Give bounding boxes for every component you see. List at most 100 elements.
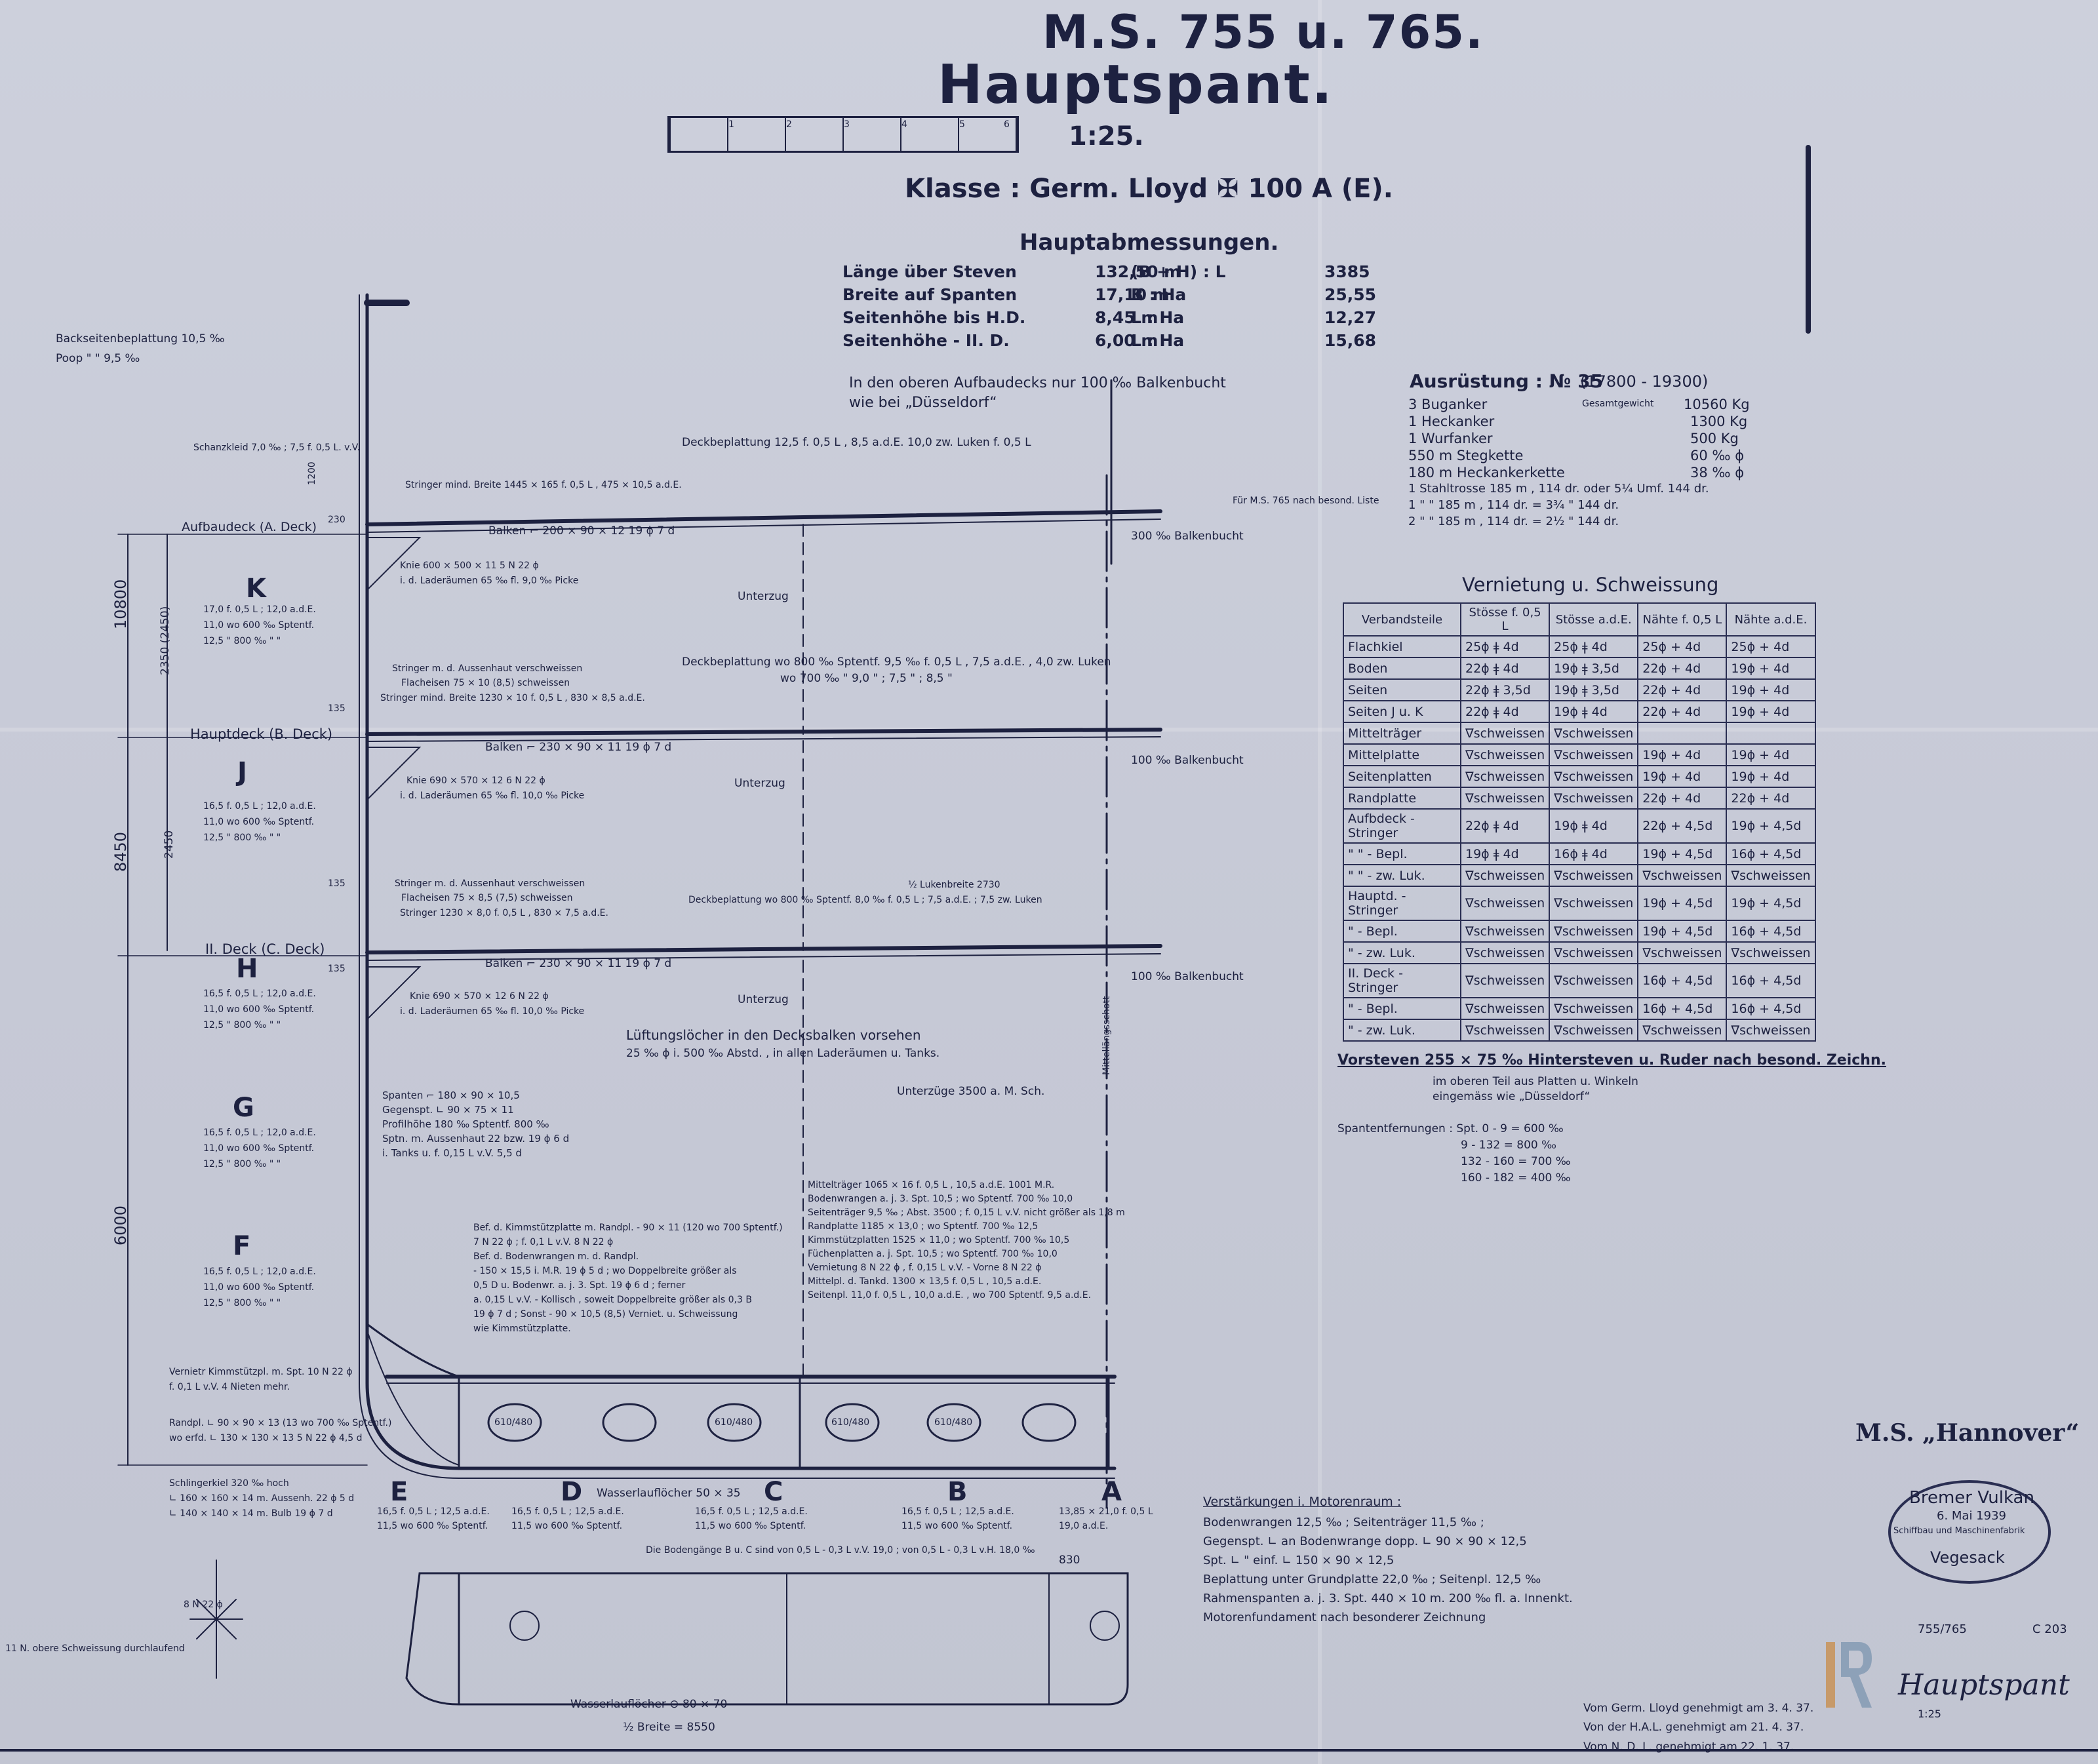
column-header: Stösse f. 0,5 L — [1459, 602, 1551, 637]
equipment-desc: Gesamtgewicht — [1582, 399, 1654, 409]
table-cell: 19ϕ + 4d — [1726, 678, 1816, 701]
equipment-name: 3 Buganker — [1408, 397, 1488, 412]
bottom-plating-E: 11,5 wo 600 ‰ Sptentf. — [377, 1521, 488, 1531]
table-cell: 22ϕ + 4d — [1637, 657, 1728, 680]
row-label-cell: Flachkiel — [1343, 635, 1461, 658]
bottom-plating-D: 16,5 f. 0,5 L ; 12,5 a.d.E. — [511, 1506, 624, 1517]
lightening-hole — [825, 1403, 880, 1442]
equipment-range: (17800 - 19300) — [1580, 372, 1709, 391]
annotation: Vernietr Kimmstützpl. m. Spt. 10 N 22 ϕ — [169, 1367, 353, 1377]
table-cell: 22ϕ ǂ 4d — [1459, 808, 1551, 844]
table-cell: ∇schweissen — [1459, 864, 1551, 887]
annotation: i. d. Laderäumen 65 ‰ fl. 10,0 ‰ Picke — [400, 1006, 585, 1017]
annotation: Unterzug — [738, 993, 789, 1006]
column-header: Nähte f. 0,5 L — [1637, 602, 1728, 637]
strake-text: 17,0 f. 0,5 L ; 12,0 a.d.E. — [203, 604, 316, 615]
table-cell: 22ϕ + 4d — [1637, 787, 1728, 810]
bottom-plating-A: 13,85 × 21,0 f. 0,5 L — [1059, 1506, 1153, 1517]
strake-text: 16,5 f. 0,5 L ; 12,0 a.d.E. — [203, 1127, 316, 1138]
table-cell: 19ϕ + 4,5d — [1637, 842, 1728, 865]
bottom-plating-B: 16,5 f. 0,5 L ; 12,5 a.d.E. — [901, 1506, 1014, 1517]
rope-text: 1 Stahltrosse 185 m , 114 dr. oder 5¼ Um… — [1408, 482, 1709, 496]
table-cell: 19ϕ ǂ 4d — [1549, 700, 1639, 723]
table-header-row: Verbandsteile Stösse f. 0,5 L Stösse a.d… — [1343, 602, 1816, 637]
lightening-hole — [926, 1403, 981, 1442]
scale-tick: 4 — [901, 119, 907, 130]
table-cell: 19ϕ + 4d — [1637, 765, 1728, 788]
table-cell: 22ϕ ǂ 3,5d — [1459, 678, 1551, 701]
equipment-heading: Ausrüstung : № 35 — [1410, 370, 1604, 392]
dim-ratio: B : Ha — [1131, 285, 1187, 304]
table-cell: ∇schweissen — [1726, 1019, 1816, 1042]
annotation: Die Bodengänge B u. C sind von 0,5 L - 0… — [646, 1545, 1035, 1556]
table-cell: 16ϕ + 4,5d — [1726, 997, 1816, 1020]
shell-outline — [365, 293, 1117, 1470]
dimensions-note: wie bei „Düsseldorf“ — [849, 395, 997, 411]
dim-value: 17,10 m — [1095, 285, 1170, 304]
strake-text: 11,0 wo 600 ‰ Sptentf. — [203, 817, 315, 827]
mitteltraeger-line: Füchenplatten a. j. Spt. 10,5 ; wo Spten… — [808, 1249, 1058, 1259]
column-header: Stösse a.d.E. — [1549, 602, 1639, 637]
table-cell: 25ϕ ǂ 4d — [1459, 635, 1551, 658]
table-cell: 25ϕ + 4d — [1637, 635, 1728, 658]
table-cell: 19ϕ + 4d — [1726, 700, 1816, 723]
spanten-line: Sptn. m. Aussenhaut 22 bzw. 19 ϕ 6 d — [382, 1133, 570, 1145]
equipment-name: 180 m Heckankerkette — [1408, 465, 1565, 480]
deck2-beam-lower — [366, 953, 1161, 961]
scale-tick: 2 — [786, 119, 792, 130]
table-cell: ∇schweissen — [1549, 722, 1639, 745]
strake-E: E — [390, 1477, 408, 1507]
table-cell: ∇schweissen — [1459, 743, 1551, 766]
dim-label: Seitenhöhe bis H.D. — [842, 308, 1026, 327]
table-cell: 22ϕ + 4d — [1637, 678, 1728, 701]
row-label-cell: Seiten J u. K — [1343, 700, 1461, 723]
strake-text: 11,0 wo 600 ‰ Sptentf. — [203, 1143, 315, 1154]
table-cell: ∇schweissen — [1459, 765, 1551, 788]
table-cell: 22ϕ + 4d — [1637, 700, 1728, 723]
equipment-value: 10560 Kg — [1684, 397, 1750, 412]
table-cell: ∇schweissen — [1549, 941, 1639, 964]
annotation: Unterzüge 3500 a. M. Sch. — [897, 1085, 1045, 1098]
annotation: wo 700 ‰ " 9,0 " ; 7,5 " ; 8,5 " — [780, 672, 953, 685]
annotation: Randpl. ∟ 90 × 90 × 13 (13 wo 700 ‰ Spte… — [169, 1418, 392, 1428]
table-cell: 16ϕ + 4,5d — [1726, 920, 1816, 943]
spanten-line: Gegenspt. ∟ 90 × 75 × 11 — [382, 1104, 514, 1116]
drawing-title: Hauptspant. — [938, 54, 1334, 116]
table-cell: ∇schweissen — [1459, 963, 1551, 998]
annotation: Deckbeplattung 12,5 f. 0,5 L , 8,5 a.d.E… — [682, 436, 1031, 449]
annotation: Balken ⌐ 230 × 90 × 11 19 ϕ 7 d — [485, 957, 672, 970]
class-text: Klasse : Germ. Lloyd ✠ 100 A (E). — [905, 174, 1393, 204]
strake-text: 12,5 " 800 ‰ " " — [203, 833, 281, 843]
dim-result: 3385 — [1324, 262, 1370, 281]
annotation: i. d. Laderäumen 65 ‰ fl. 10,0 ‰ Picke — [400, 791, 585, 801]
drawing-scale: 1:25 — [1918, 1708, 1941, 1720]
table-cell: 19ϕ + 4d — [1726, 743, 1816, 766]
annotation: 100 ‰ Balkenbucht — [1131, 754, 1244, 767]
row-label-cell: " - zw. Luk. — [1343, 1019, 1461, 1042]
table-cell: ∇schweissen — [1549, 765, 1639, 788]
bilge-curve — [366, 1330, 460, 1466]
equipment-name: 1 Wurfanker — [1408, 431, 1493, 446]
mitteltraeger-line: Seitenpl. 11,0 f. 0,5 L , 10,0 a.d.E. , … — [808, 1290, 1092, 1301]
strake-text: 12,5 " 800 ‰ " " — [203, 636, 281, 646]
scale-bar: 1 2 3 4 5 6 — [667, 116, 1019, 153]
bottom-plating-A: 19,0 a.d.E. — [1059, 1521, 1109, 1531]
dim-ratio: L : Ha — [1131, 308, 1185, 327]
drawing-title-handwritten: Hauptspant — [1898, 1668, 2070, 1702]
half-breadth: ½ Breite = 8550 — [623, 1721, 715, 1734]
bottom-plating-B: 11,5 wo 600 ‰ Sptentf. — [901, 1521, 1013, 1531]
spacing-item: 160 - 182 = 400 ‰ — [1461, 1171, 1571, 1185]
annotation: Stringer m. d. Aussenhaut verschweissen — [392, 663, 583, 674]
row-label-cell: Seitenplatten — [1343, 765, 1461, 788]
strake-text: 12,5 " 800 ‰ " " — [203, 1159, 281, 1169]
annotation: Knie 600 × 500 × 11 5 N 22 ϕ — [400, 560, 539, 571]
verstaerkung-line: Motorenfundament nach besonderer Zeichnu… — [1203, 1611, 1486, 1624]
row-label-cell: Aufbdeck - Stringer — [1343, 808, 1461, 844]
detail-box — [405, 1572, 1129, 1706]
table-cell — [1726, 722, 1816, 745]
table-row: Mittelträger∇schweissen∇schweissen — [1343, 722, 1816, 745]
dim-value: 6,00 m — [1095, 331, 1158, 350]
